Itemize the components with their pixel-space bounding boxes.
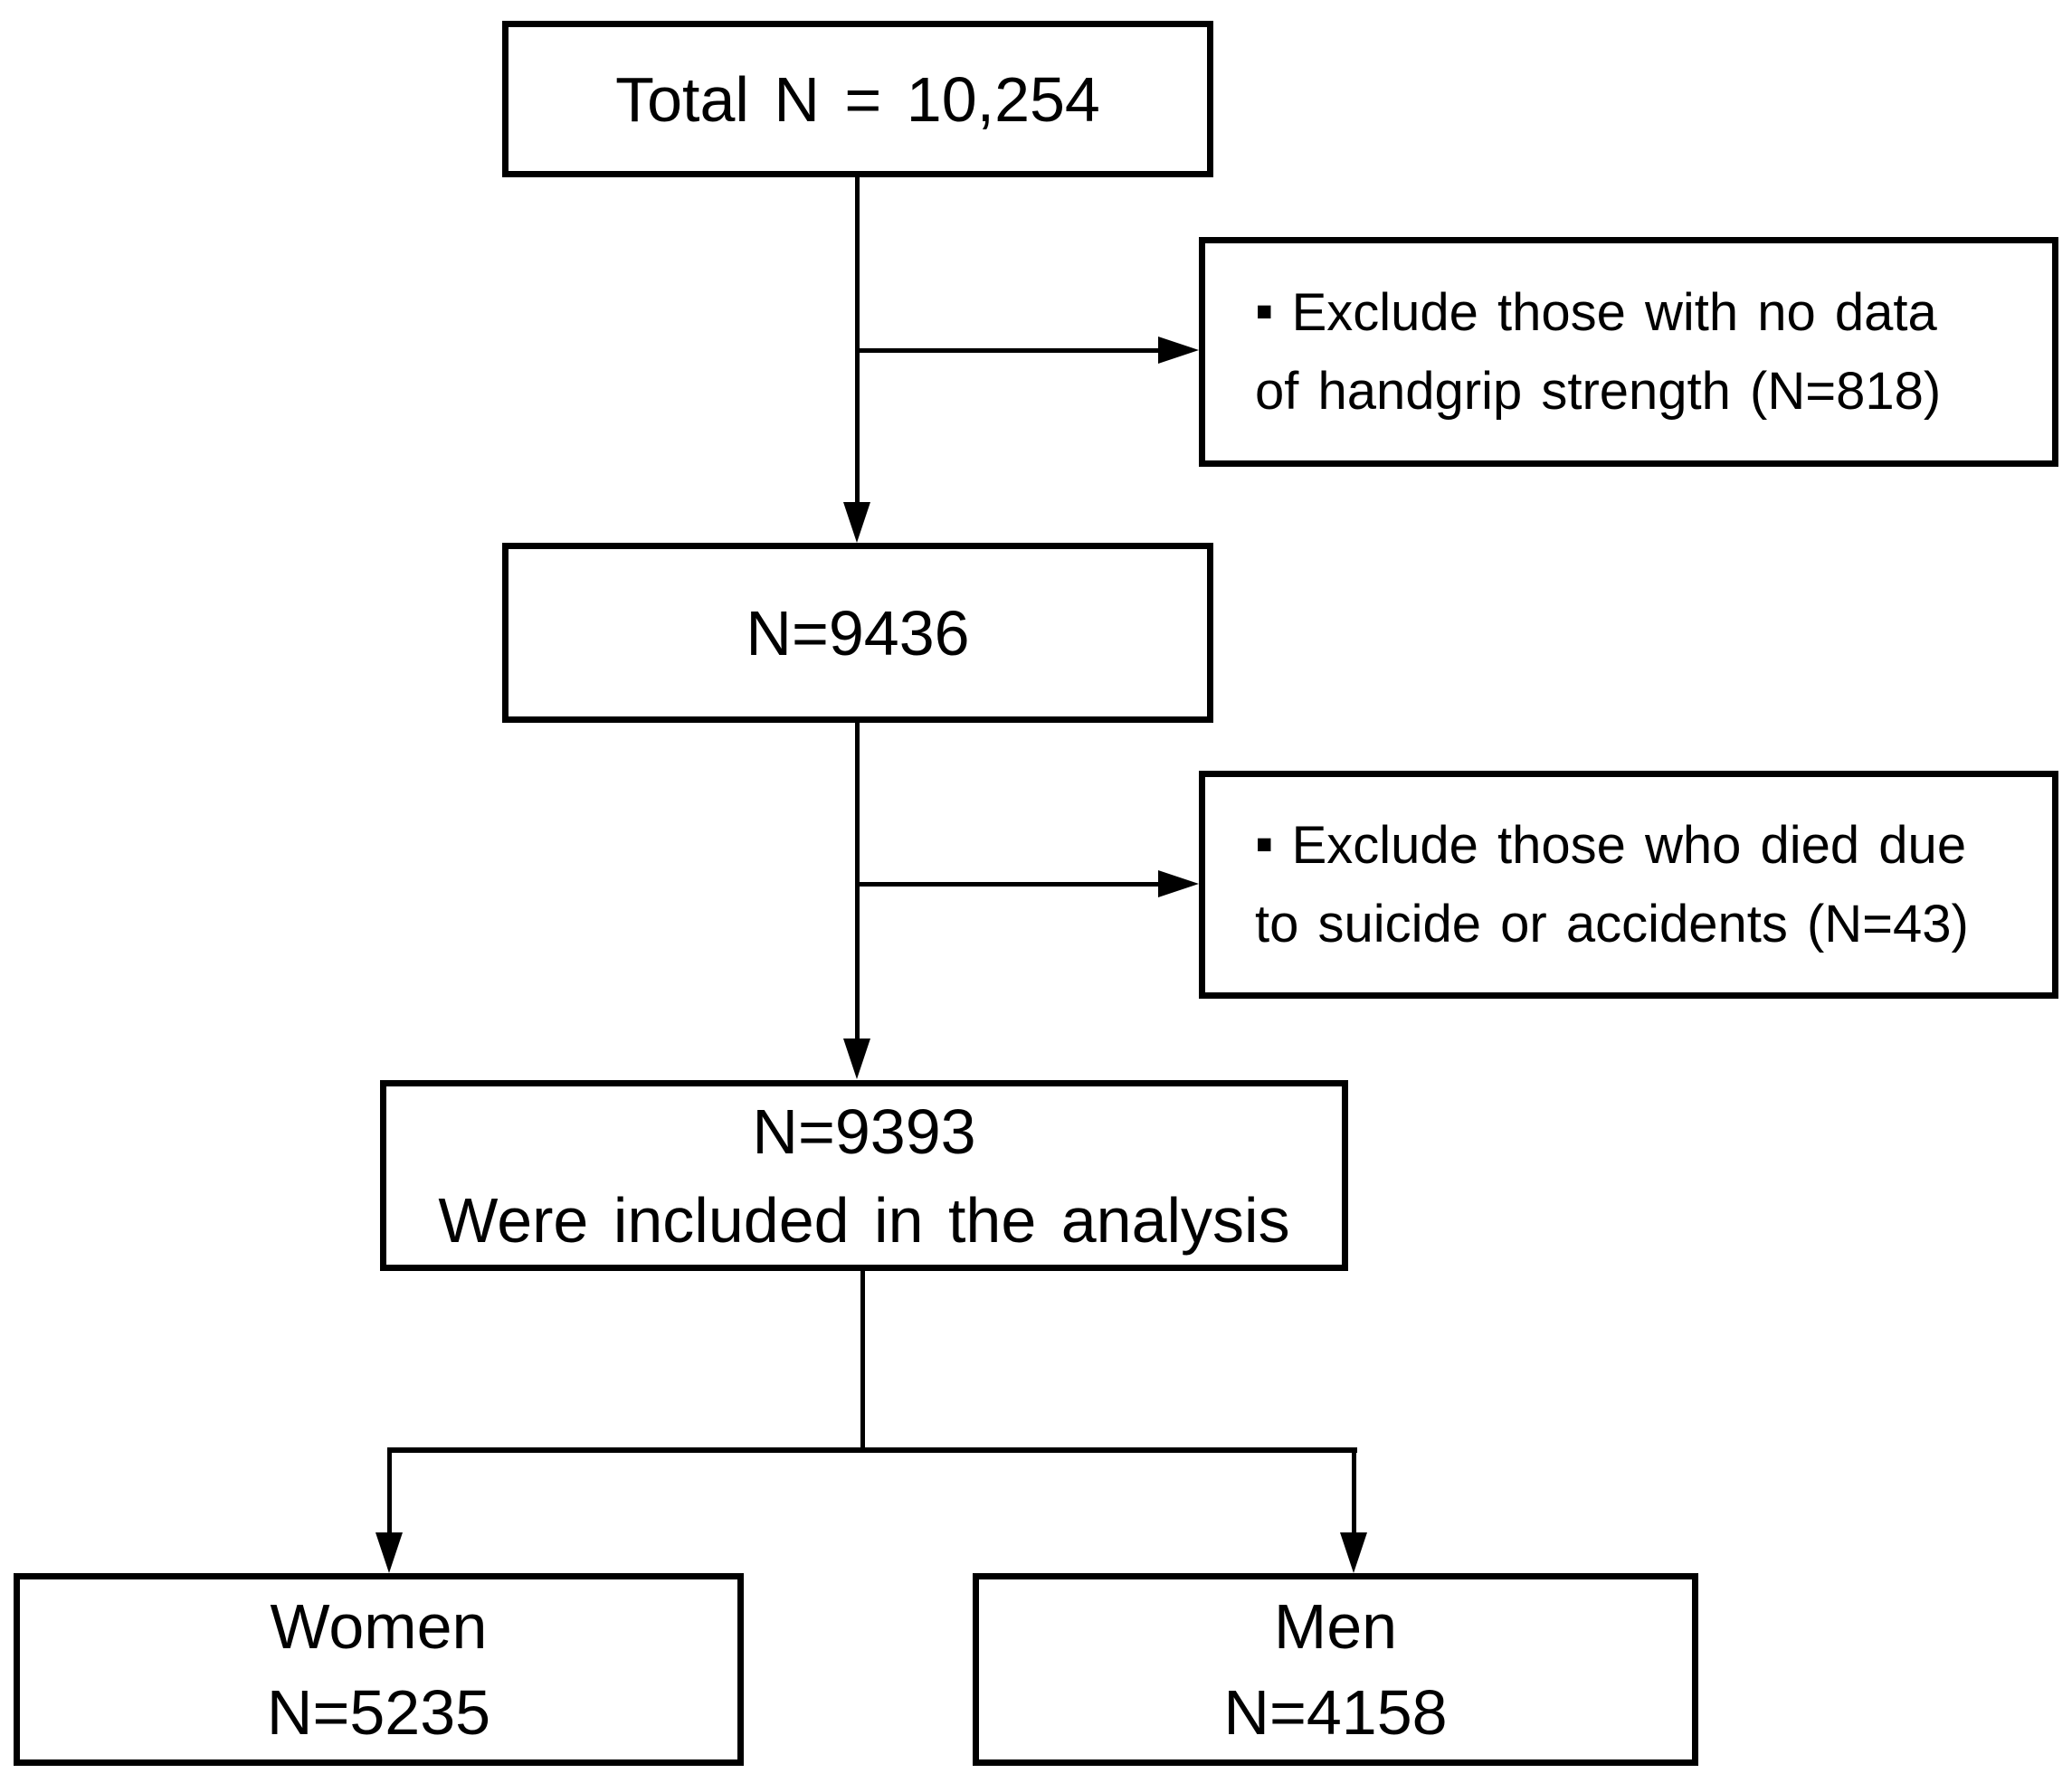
bullet-square-icon: ▪ — [1255, 281, 1274, 340]
node-n9436: N=9436 — [502, 543, 1213, 723]
arrowhead-down-icon — [1340, 1532, 1367, 1573]
exclusion-handgrip-line1: ▪ Exclude those with no data — [1255, 273, 1937, 352]
connector-split-bar — [387, 1447, 1357, 1453]
node-total-label: Total N = 10,254 — [615, 63, 1100, 135]
arrowhead-down-icon — [375, 1532, 403, 1573]
node-men: Men N=4158 — [973, 1573, 1698, 1766]
node-men-line2: N=4158 — [1223, 1676, 1448, 1748]
node-included: N=9393 Were included in the analysis — [380, 1080, 1348, 1271]
exclusion-death-text1: Exclude those who died due — [1291, 816, 1967, 875]
node-total: Total N = 10,254 — [502, 21, 1213, 177]
node-men-line1: Men — [1273, 1591, 1398, 1662]
node-exclusion-handgrip: ▪ Exclude those with no data of handgrip … — [1199, 237, 2058, 467]
exclusion-death-line2: to suicide or accidents (N=43) — [1255, 895, 1969, 953]
arrowhead-down-icon — [843, 1039, 870, 1079]
node-n9436-label: N=9436 — [746, 597, 970, 669]
connector-total-to-n9436 — [855, 177, 860, 503]
exclusion-handgrip-text1: Exclude those with no data — [1291, 283, 1937, 342]
connector-drop-men — [1352, 1447, 1356, 1533]
connector-n9436-to-n9393 — [855, 723, 860, 1039]
bullet-square-icon: ▪ — [1255, 814, 1274, 873]
node-included-line1: N=9393 — [752, 1095, 976, 1167]
connector-included-stem — [860, 1271, 865, 1453]
node-women: Women N=5235 — [14, 1573, 744, 1766]
node-women-line1: Women — [270, 1591, 488, 1662]
node-included-line2: Were included in the analysis — [438, 1184, 1290, 1256]
exclusion-handgrip-line2: of handgrip strength (N=818) — [1255, 362, 1942, 421]
exclusion-death-line1: ▪ Exclude those who died due — [1255, 806, 1966, 885]
node-exclusion-death: ▪ Exclude those who died due to suicide o… — [1199, 771, 2058, 999]
arrowhead-down-icon — [843, 502, 870, 543]
node-women-line2: N=5235 — [266, 1676, 491, 1748]
arrowhead-right-icon — [1158, 870, 1199, 897]
connector-drop-women — [387, 1447, 392, 1533]
connector-branch-exclusion-death — [857, 882, 1160, 887]
arrowhead-right-icon — [1158, 337, 1199, 364]
connector-branch-exclusion-handgrip — [857, 348, 1160, 353]
